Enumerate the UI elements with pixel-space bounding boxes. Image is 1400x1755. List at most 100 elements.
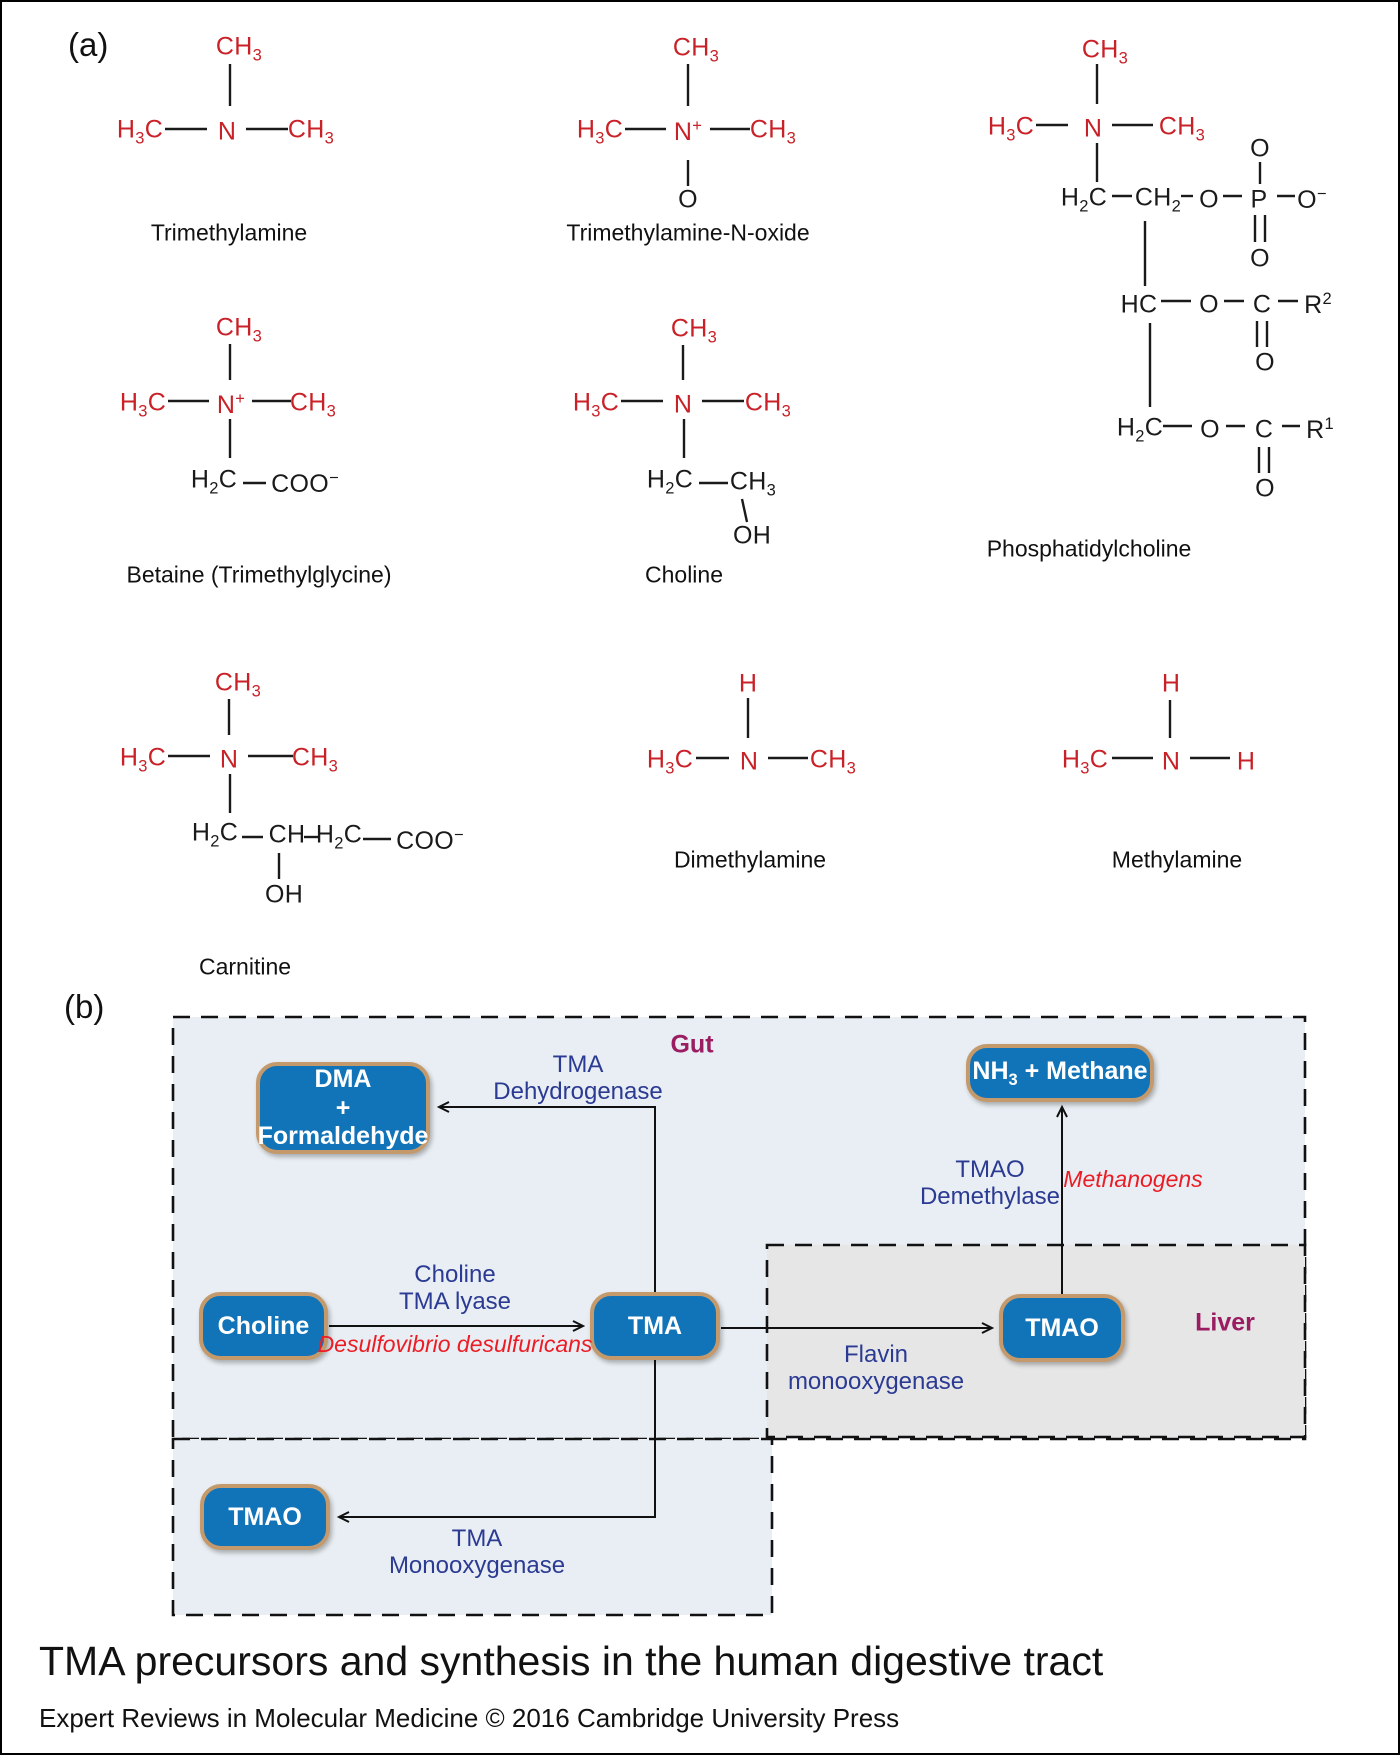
panel-b-label: (b): [64, 988, 105, 1025]
node-tmao-liver: TMAO: [999, 1294, 1125, 1362]
atom-label: H3C: [116, 115, 164, 148]
bond-line: [740, 498, 749, 523]
atom-label: CH3: [749, 115, 797, 148]
atom-label: N: [1161, 747, 1181, 776]
atom-label: CH3: [291, 743, 339, 776]
molecule-label-betaine: Betaine (Trimethylglycine): [126, 561, 392, 588]
atom-label: C: [1252, 290, 1272, 319]
atom-label: O: [1255, 474, 1275, 503]
molecule-label-phosphatidylcholine: Phosphatidylcholine: [986, 535, 1192, 562]
atom-label: CH3: [215, 32, 263, 65]
node-label: NH3 + Methane: [972, 1056, 1148, 1089]
label-line: Demethylase: [919, 1183, 1061, 1210]
label-line: TMA: [451, 1525, 503, 1553]
atom-label: O: [1250, 134, 1270, 163]
atom-label: H3C: [119, 388, 167, 421]
atom-label: N: [1083, 114, 1103, 143]
label-line: Methanogens: [1063, 1166, 1203, 1193]
molecule-label-dimethylamine: Dimethylamine: [673, 846, 827, 873]
label-line: TMA lyase: [398, 1288, 512, 1315]
node-tma: TMA: [590, 1292, 720, 1360]
atom-label: CH3: [214, 668, 262, 701]
atom-label: O: [1199, 290, 1219, 319]
atom-label: O: [1255, 348, 1275, 377]
atom-label: CH3: [744, 388, 792, 421]
atom-label: CH3: [809, 745, 857, 778]
figure-title: TMA precursors and synthesis in the huma…: [39, 1638, 1104, 1684]
atom-label: H3C: [572, 388, 620, 421]
label-line: Flavin: [843, 1341, 909, 1369]
atom-label: H3C: [576, 115, 624, 148]
atom-label: H2C: [191, 818, 239, 851]
molecule-label-choline: Choline: [645, 561, 723, 588]
atom-label: C: [1254, 415, 1274, 444]
atom-label: P: [1250, 185, 1268, 214]
atom-label: N: [219, 745, 239, 774]
atom-label: COO−: [396, 825, 464, 856]
atom-label: OH: [264, 880, 304, 909]
node-label: DMA: [314, 1064, 372, 1093]
atom-label: H2C: [1116, 413, 1164, 446]
atom-label: CH: [268, 820, 306, 849]
atom-label: H2C: [315, 820, 363, 853]
atom-label: O: [1199, 185, 1219, 214]
label-line: Monooxygenase: [388, 1552, 566, 1579]
atom-label: O−: [1297, 184, 1327, 215]
node-choline: Choline: [199, 1292, 328, 1360]
atom-label: CH3: [1081, 35, 1129, 68]
atom-label: R2: [1304, 289, 1332, 320]
molecule-label-trimethylamine: Trimethylamine: [150, 219, 308, 246]
atom-label: COO−: [271, 468, 339, 499]
label-line: monooxygenase: [787, 1368, 965, 1395]
node-label: TMA: [627, 1311, 683, 1340]
molecule-label-carnitine: Carnitine: [198, 953, 292, 980]
atom-label: H3C: [646, 745, 694, 778]
atom-label: H2C: [190, 465, 238, 498]
region-label-liver: Liver: [1195, 1308, 1255, 1337]
atom-label: OH: [732, 521, 772, 550]
label-line: Choline: [414, 1261, 496, 1289]
pathway-arrow-tma-to-tmao-gut: [336, 1360, 656, 1523]
atom-label: H2C: [646, 465, 694, 498]
molecule-label-trimethylamine-n-oxide: Trimethylamine-N-oxide: [566, 219, 810, 246]
label-methanogens: Methanogens: [1063, 1166, 1203, 1193]
node-label: TMAO: [1025, 1313, 1099, 1342]
figure-credit: Expert Reviews in Molecular Medicine © 2…: [39, 1703, 900, 1733]
atom-label: CH3: [670, 314, 718, 347]
atom-label: R1: [1306, 414, 1334, 445]
node-nh3-methane: NH3 + Methane: [966, 1044, 1154, 1102]
label-line: TMAO: [955, 1156, 1025, 1184]
node-label: TMAO: [228, 1502, 302, 1531]
atom-label: HC: [1120, 290, 1158, 319]
atom-label: N: [673, 390, 693, 419]
atom-label: O: [678, 185, 698, 214]
node-label: +: [335, 1093, 351, 1122]
atom-label: N+: [673, 116, 703, 147]
atom-label: CH3: [287, 115, 335, 148]
atom-label: H: [1161, 669, 1181, 698]
atom-label: CH3: [1158, 112, 1206, 145]
label-line: Dehydrogenase: [493, 1078, 663, 1105]
atom-label: H3C: [119, 743, 167, 776]
atom-label: H3C: [987, 112, 1035, 145]
atom-label: N: [739, 747, 759, 776]
atom-label: N+: [216, 389, 246, 420]
atom-label: CH3: [289, 388, 337, 421]
atom-label: CH2: [1134, 183, 1182, 216]
atom-label: CH3: [729, 467, 777, 500]
region-label-gut: Gut: [670, 1030, 714, 1059]
node-label: Formaldehyde: [257, 1122, 429, 1151]
atom-label: H2C: [1060, 183, 1108, 216]
node-tmao-gut: TMAO: [200, 1484, 330, 1550]
atom-label: H: [1236, 747, 1256, 776]
label-line: Desulfovibrio desulfuricans: [317, 1331, 593, 1358]
atom-label: CH3: [672, 33, 720, 66]
atom-label: CH3: [215, 313, 263, 346]
atom-label: O: [1250, 244, 1270, 273]
atom-label: N: [217, 117, 237, 146]
